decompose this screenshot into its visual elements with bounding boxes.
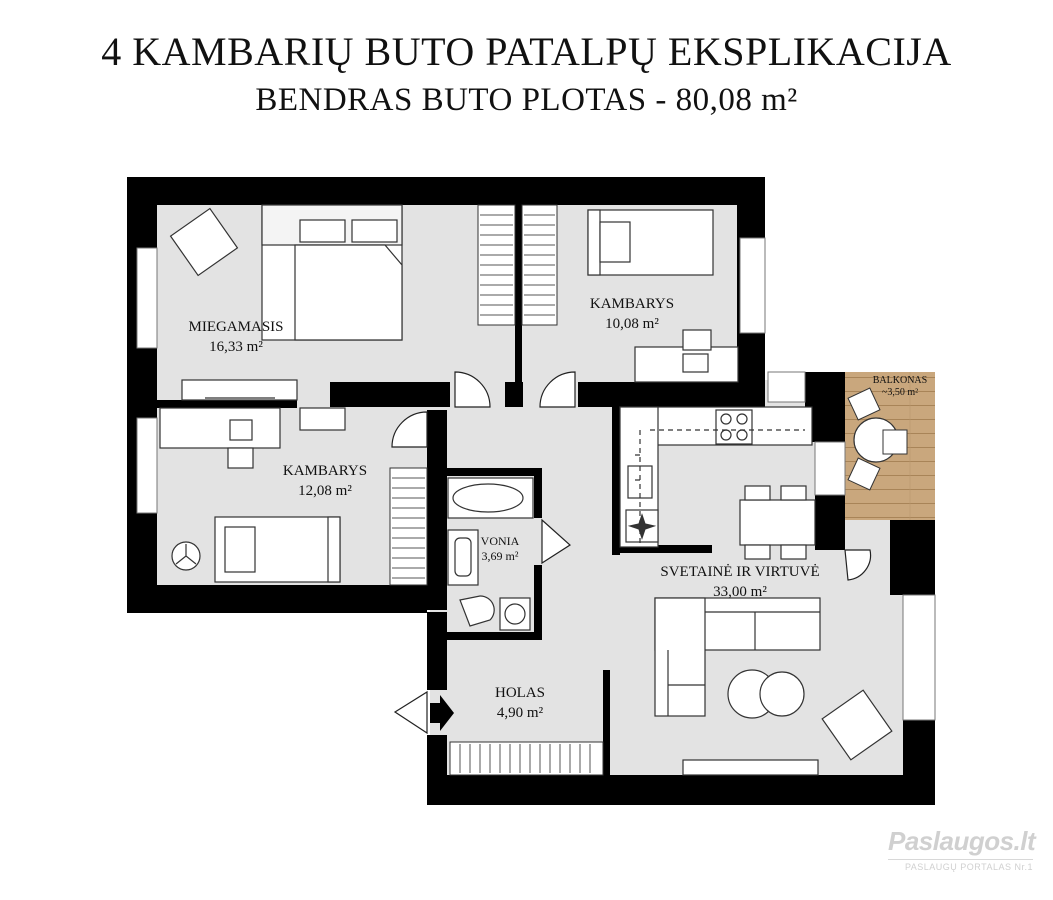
room-area: 3,69 m² <box>481 549 519 563</box>
watermark-tagline: PASLAUGŲ PORTALAS Nr.1 <box>888 859 1033 872</box>
room-name: BALKONAS <box>872 375 928 386</box>
room-label-hall: HOLAS 4,90 m² <box>470 683 570 723</box>
bathroom-fixtures <box>447 477 534 631</box>
plan-subtitle: BENDRAS BUTO PLOTAS - 80,08 m² <box>255 82 798 118</box>
room2-furniture <box>587 209 739 383</box>
balcony <box>845 372 935 520</box>
room-name: VONIA <box>480 534 520 548</box>
room-label-room-2: KAMBARYS 10,08 m² <box>572 294 692 334</box>
plan-title: 4 KAMBARIŲ BUTO PATALPŲ EKSPLIKACIJA <box>101 29 952 74</box>
room-area: 16,33 m² <box>209 339 263 355</box>
room-label-room-3: KAMBARYS 12,08 m² <box>265 461 385 501</box>
room-name: HOLAS <box>494 685 545 701</box>
living-room-furniture <box>654 597 893 776</box>
room-label-balcony: BALKONAS ~3,50 m² <box>860 375 940 399</box>
room-area: ~3,50 m² <box>881 387 919 398</box>
room-area: 10,08 m² <box>605 316 659 332</box>
watermark-logo: Paslaugos.lt PASLAUGŲ PORTALAS Nr.1 <box>888 826 1036 878</box>
room-label-living-kitchen: SVETAINĖ IR VIRTUVĖ 33,00 m² <box>640 562 840 602</box>
room-name: KAMBARYS <box>589 296 675 312</box>
doors <box>391 371 872 735</box>
bedroom-furniture <box>169 204 403 401</box>
room-area: 12,08 m² <box>298 483 352 499</box>
room-area: 33,00 m² <box>713 584 767 600</box>
windows <box>136 237 936 721</box>
room-label-bedroom: MIEGAMASIS 16,33 m² <box>176 317 296 357</box>
kitchen <box>619 406 816 560</box>
watermark-brand: Paslaugos.lt <box>888 826 1036 856</box>
room-area: 4,90 m² <box>496 705 544 721</box>
room-name: MIEGAMASIS <box>188 319 284 335</box>
room-label-bathroom: VONIA 3,69 m² <box>455 534 545 564</box>
entrance-arrow-icon <box>430 695 454 731</box>
room-name: KAMBARYS <box>282 463 368 479</box>
room3-furniture <box>159 407 346 583</box>
room-name: SVETAINĖ IR VIRTUVĖ <box>660 564 820 580</box>
